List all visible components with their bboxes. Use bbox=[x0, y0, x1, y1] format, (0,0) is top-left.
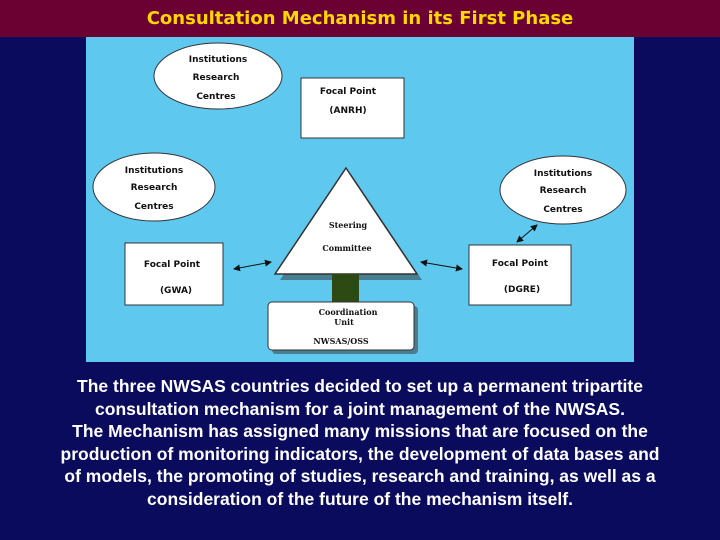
institutions-ellipse-right: Institutions Research Centres bbox=[499, 155, 627, 225]
institutions-ellipse-left: Institutions Research Centres bbox=[92, 152, 216, 222]
caption-line: production of monitoring indicators, the… bbox=[60, 443, 660, 464]
caption-line: The Mechanism has assigned many missions… bbox=[72, 421, 648, 441]
nwsas-oss-label: NWSAS/OSS bbox=[313, 336, 369, 346]
title-bar: Consultation Mechanism in its First Phas… bbox=[0, 0, 720, 37]
centres-label: Centres bbox=[543, 205, 582, 215]
focal-point-top-box: Focal Point (ANRH) bbox=[300, 77, 405, 139]
focal-point-left-box: Focal Point (GWA) bbox=[124, 242, 224, 306]
focal-point-left-code: (GWA) bbox=[160, 286, 192, 296]
research-label: Research bbox=[193, 73, 240, 83]
diagram-canvas: Institutions Research Centres Focal Poin… bbox=[92, 42, 627, 354]
caption-line: consideration of the future of the mecha… bbox=[147, 488, 573, 509]
coordination-unit-box: Coordination Unit NWSAS/OSS bbox=[267, 301, 418, 354]
arrow-right-institutions bbox=[516, 224, 538, 243]
steering-committee-triangle: Steering Committee bbox=[273, 166, 422, 280]
focal-point-right-box: Focal Point (DGRE) bbox=[468, 244, 572, 306]
triangle-stem bbox=[332, 274, 359, 302]
institutions-ellipse-top: Institutions Research Centres bbox=[153, 42, 283, 110]
focal-point-left-label: Focal Point bbox=[144, 260, 201, 270]
connector-arrows bbox=[233, 224, 538, 272]
centres-label: Centres bbox=[196, 92, 235, 102]
caption-line: of models, the promoting of studies, res… bbox=[64, 466, 656, 486]
institutions-label: Institutions bbox=[125, 166, 184, 176]
arrow-left-focal bbox=[233, 259, 272, 272]
caption-line: consultation mechanism for a joint manag… bbox=[95, 398, 625, 419]
consultation-diagram: Institutions Research Centres Focal Poin… bbox=[86, 37, 634, 362]
focal-point-top-label: Focal Point bbox=[320, 87, 377, 97]
research-label: Research bbox=[540, 186, 587, 196]
focal-point-right-code: (DGRE) bbox=[504, 285, 540, 295]
research-label: Research bbox=[131, 183, 178, 193]
unit-label: Unit bbox=[334, 317, 354, 327]
institutions-label: Institutions bbox=[534, 169, 593, 179]
centres-label: Centres bbox=[134, 202, 173, 212]
arrow-right-focal bbox=[420, 259, 463, 272]
institutions-label: Institutions bbox=[189, 55, 248, 65]
steering-label: Steering bbox=[329, 220, 368, 230]
coordination-label: Coordination bbox=[319, 307, 378, 317]
focal-point-right-label: Focal Point bbox=[492, 259, 549, 269]
slide-title: Consultation Mechanism in its First Phas… bbox=[146, 8, 574, 29]
caption-line: The three NWSAS countries decided to set… bbox=[77, 376, 643, 396]
committee-label: Committee bbox=[322, 243, 371, 253]
focal-point-top-code: (ANRH) bbox=[329, 106, 366, 116]
caption-text: The three NWSAS countries decided to set… bbox=[10, 375, 710, 510]
